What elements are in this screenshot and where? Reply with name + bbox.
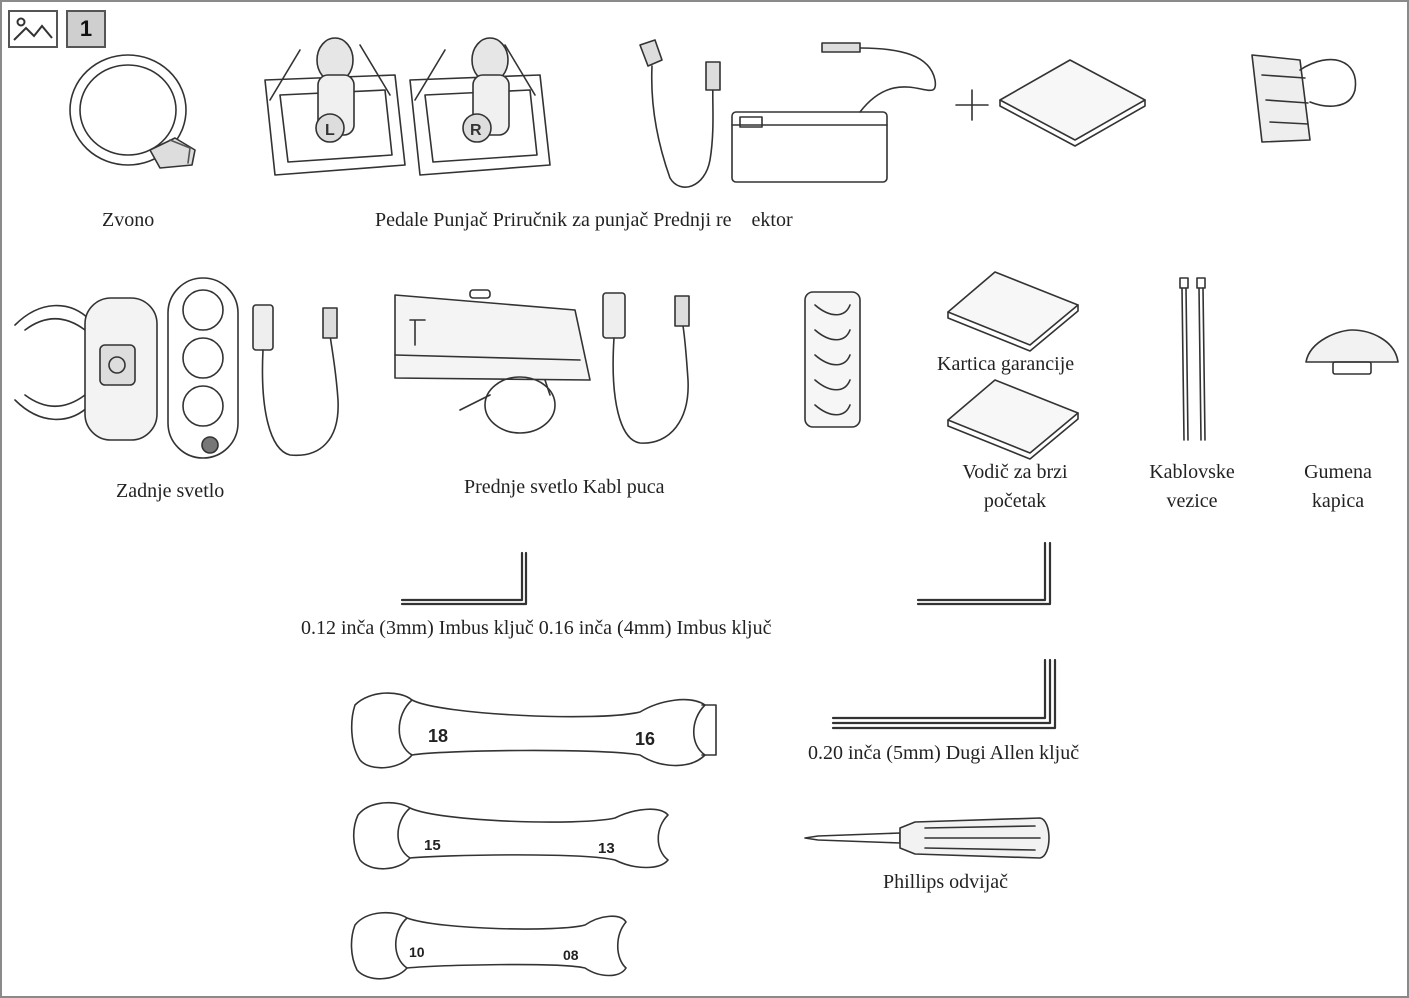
label-front-light-cable: Prednje svetlo Kabl puca xyxy=(464,476,665,498)
wrench-15-13-icon xyxy=(354,803,668,869)
label-cable-ties-1: Kablovske xyxy=(1149,461,1235,483)
charger-manual-icon xyxy=(1000,60,1145,146)
front-reflector-icon xyxy=(1252,55,1356,142)
image-icon xyxy=(8,10,58,48)
allen-key-4mm-icon xyxy=(918,543,1050,604)
wrench-size-label: 10 xyxy=(409,944,425,960)
label-long-allen-key: 0.20 inča (5mm) Dugi Allen ključ xyxy=(808,742,1080,764)
screwdriver-icon xyxy=(805,818,1049,858)
wrench-10-08-icon xyxy=(351,913,626,979)
label-bell: Zvono xyxy=(102,209,155,231)
quick-start-guide-icon xyxy=(948,380,1078,459)
cable-ties-icon xyxy=(1180,278,1205,440)
svg-text:R: R xyxy=(470,122,482,139)
wrench-size-label: 18 xyxy=(428,726,448,746)
label-screwdriver: Phillips odvijač xyxy=(883,871,1008,893)
usb-cable-icon xyxy=(603,293,689,443)
wrench-size-label: 15 xyxy=(424,837,441,854)
wrench-size-label: 13 xyxy=(598,840,615,857)
label-warranty-card: Kartica garancije xyxy=(937,353,1075,375)
label-rubber-cap-1: Gumena xyxy=(1304,461,1372,483)
front-light-icon xyxy=(395,290,590,433)
svg-text:L: L xyxy=(325,122,335,139)
rear-light-icon xyxy=(15,278,238,458)
allen-key-3mm-icon xyxy=(402,553,526,604)
cable-holder-icon xyxy=(805,292,860,427)
label-row1-items: Pedale Punjač Priručnik za punjač Prednj… xyxy=(375,209,793,231)
pedal-left-icon: L xyxy=(265,38,405,175)
plus-icon xyxy=(956,90,988,120)
page-number-badge: 1 xyxy=(66,10,106,48)
warranty-card-icon xyxy=(948,272,1078,351)
label-cable-ties-2: vezice xyxy=(1166,490,1218,512)
usb-cable-icon xyxy=(253,305,338,455)
label-allen-keys: 0.12 inča (3mm) Imbus ključ 0.16 inča (4… xyxy=(301,617,772,639)
label-quick-start-2: početak xyxy=(983,490,1047,512)
wrench-size-label: 08 xyxy=(563,947,579,963)
long-allen-key-5mm-icon xyxy=(833,660,1055,728)
pedal-right-icon: R xyxy=(410,38,550,175)
rubber-cap-icon xyxy=(1306,330,1398,374)
charger-icon xyxy=(640,40,935,187)
bell-icon xyxy=(70,55,195,168)
label-rear-light: Zadnje svetlo xyxy=(116,480,225,502)
wrench-18-16-icon xyxy=(352,693,716,768)
label-rubber-cap-2: kapica xyxy=(1311,490,1365,512)
wrench-size-label: 16 xyxy=(635,729,655,749)
label-quick-start-1: Vodič za brzi xyxy=(962,461,1068,483)
